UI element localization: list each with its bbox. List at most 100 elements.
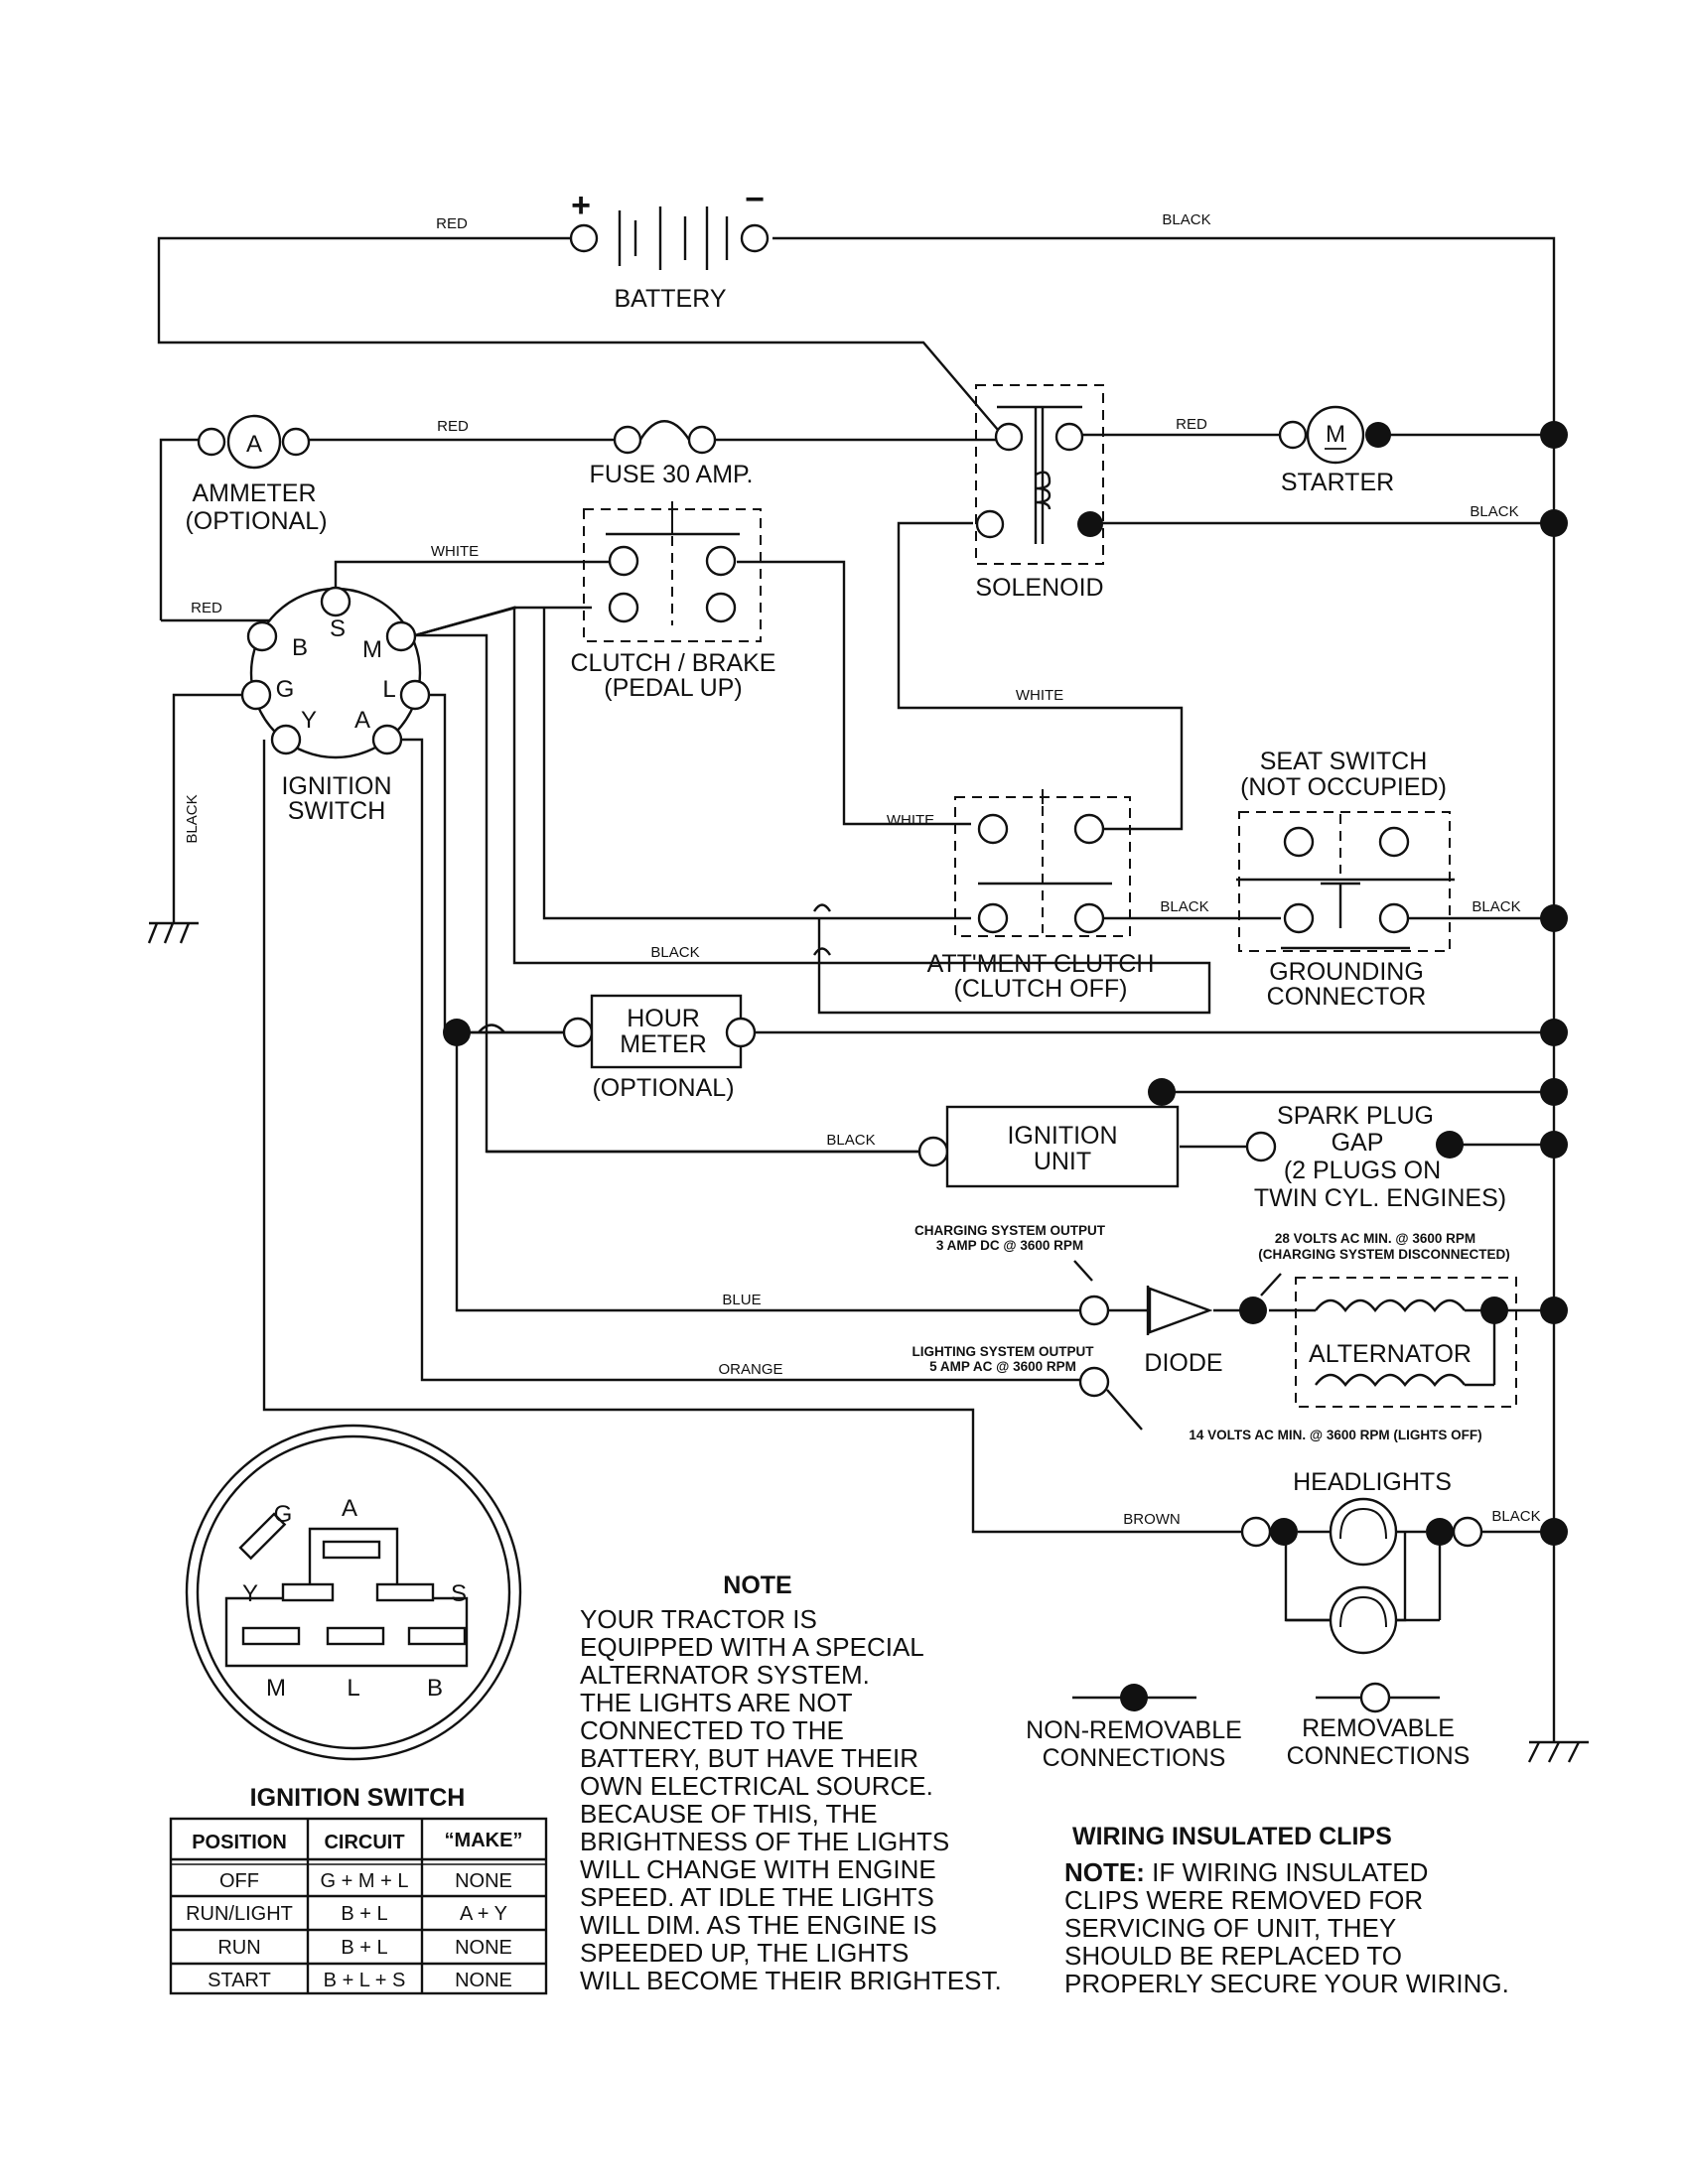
grounding-connector-label: GROUNDING [1269,958,1424,986]
pin-a [322,1540,381,1560]
ignition-switch-sub: SWITCH [288,797,386,825]
clips-line: SHOULD BE REPLACED TO [1064,1941,1402,1971]
ammeter-symbol: A [246,431,262,458]
pinout-label-g: G [274,1501,293,1528]
legend-removable-dot [1359,1682,1391,1713]
pin-y [281,1582,335,1602]
note-line: OWN ELECTRICAL SOURCE. [580,1771,933,1801]
pin-s [375,1582,435,1602]
wire-label-red-switch: RED [191,600,222,616]
wire-label-black-seat-left: BLACK [1160,898,1208,915]
hour-meter-optional: (OPTIONAL) [592,1074,734,1102]
wire-white-clutch [334,560,614,604]
clips-note-label: NOTE: [1064,1857,1145,1887]
switch-terminal-g [240,679,272,711]
hour-meter: HOUR METER (OPTIONAL) [443,994,757,1102]
ground-symbol-left [147,921,199,944]
wire-label-red-battery: RED [436,215,468,232]
note-line: WILL CHANGE WITH ENGINE [580,1854,936,1884]
note-title: NOTE [723,1571,791,1599]
td-0-2: NONE [455,1870,512,1892]
ammeter: A AMMETER (OPTIONAL) [185,414,328,535]
wire-label-brown: BROWN [1123,1511,1181,1528]
wire-label-orange: ORANGE [718,1361,782,1378]
td-3-1: B + L + S [324,1970,406,1991]
arrow-28v [1260,1273,1282,1297]
crossover-1 [812,903,832,912]
wire-label-black-headlights: BLACK [1491,1508,1540,1525]
spark-plug-label-4: TWIN CYL. ENGINES) [1254,1184,1506,1212]
spark-plug-label-2: GAP [1332,1129,1384,1157]
switch-label-l: L [382,676,395,703]
switch-terminal-y [270,724,302,755]
switch-label-s: S [330,615,346,642]
lighting-output-2: 5 AMP AC @ 3600 RPM [929,1359,1076,1374]
alternator-coil-bottom [1315,1373,1466,1387]
td-3-0: START [208,1970,271,1991]
clutch-brake-label: CLUTCH / BRAKE [571,649,776,677]
volts28-1: 28 VOLTS AC MIN. @ 3600 RPM [1275,1231,1475,1246]
pinout-label-s: S [451,1580,467,1607]
grounding-connector-sub: CONNECTOR [1267,983,1427,1011]
td-1-2: A + Y [460,1903,507,1925]
hour-meter-label: HOUR [627,1005,700,1032]
spark-plug-label-3: (2 PLUGS ON [1284,1157,1441,1184]
td-3-2: NONE [455,1970,512,1991]
pin-g [238,1512,287,1561]
switch-terminal-s [320,586,351,617]
td-1-0: RUN/LIGHT [186,1903,293,1925]
crossover-2 [812,947,832,956]
wire-white-solenoid [897,521,1184,831]
switch-terminal-b [246,620,278,652]
wire-black-ground [172,693,250,923]
solenoid-coil [1035,471,1052,510]
legend-non-removable-dot [1120,1684,1148,1711]
switch-label-m: M [362,636,382,663]
wire-label-red-ammeter: RED [437,418,469,435]
note-line: ALTERNATOR SYSTEM. [580,1660,870,1690]
seat-switch-sub: (NOT OCCUPIED) [1240,773,1447,801]
clips-note-text: IF WIRING INSULATED [1145,1857,1429,1887]
clips-line: PROPERLY SECURE YOUR WIRING. [1064,1969,1509,1998]
td-1-1: B + L [341,1903,387,1925]
solenoid: SOLENOID [975,384,1104,602]
pinout-label-y: Y [242,1580,258,1607]
wire-red-left [159,438,199,620]
starter-symbol: M [1326,421,1345,448]
battery-label: BATTERY [615,285,727,313]
pinout-label-b: B [427,1675,443,1702]
switch-label-a: A [354,707,370,734]
note-line: WILL BECOME THEIR BRIGHTEST. [580,1966,1002,1995]
spark-plug-label-1: SPARK PLUG [1277,1102,1434,1130]
switch-terminal-l [399,679,431,711]
wire-crossovers [478,903,832,1033]
switch-terminal-m [385,620,417,652]
solenoid-label: SOLENOID [975,574,1103,602]
note-line: WILL DIM. AS THE ENGINE IS [580,1910,937,1940]
hour-meter-sub: METER [620,1030,707,1058]
ammeter-optional: (OPTIONAL) [185,507,327,535]
note-line: BRIGHTNESS OF THE LIGHTS [580,1827,949,1856]
frame-junctions [1148,421,1568,1546]
wire-label-black-solenoid: BLACK [1470,503,1518,520]
wire-black-att [414,606,1211,1015]
charging-system: DIODE ALTERNATOR [1073,1260,1517,1431]
headlights: HEADLIGHTS [1240,1468,1483,1655]
battery-minus: − [745,181,765,218]
note-line: THE LIGHTS ARE NOT [580,1688,853,1717]
battery-terminal-negative [740,223,770,253]
pinout-label-m: M [266,1675,286,1702]
clips-title: WIRING INSULATED CLIPS [1072,1823,1392,1850]
starter-label: STARTER [1281,469,1394,496]
crossover-hour [478,1024,505,1033]
battery-terminal-positive [569,223,599,253]
hour-meter-box [590,994,743,1069]
ground-symbol-right [1527,1740,1589,1763]
note-line: SPEED. AT IDLE THE LIGHTS [580,1882,934,1912]
headlights-label: HEADLIGHTS [1293,1468,1452,1496]
starter: M STARTER [1278,405,1394,496]
note-line: CONNECTED TO THE [580,1715,844,1745]
wire-label-black-att: BLACK [650,944,699,961]
wire-label-white-att: WHITE [887,812,934,829]
legend-non-removable: NON-REMOVABLE [1026,1716,1242,1744]
